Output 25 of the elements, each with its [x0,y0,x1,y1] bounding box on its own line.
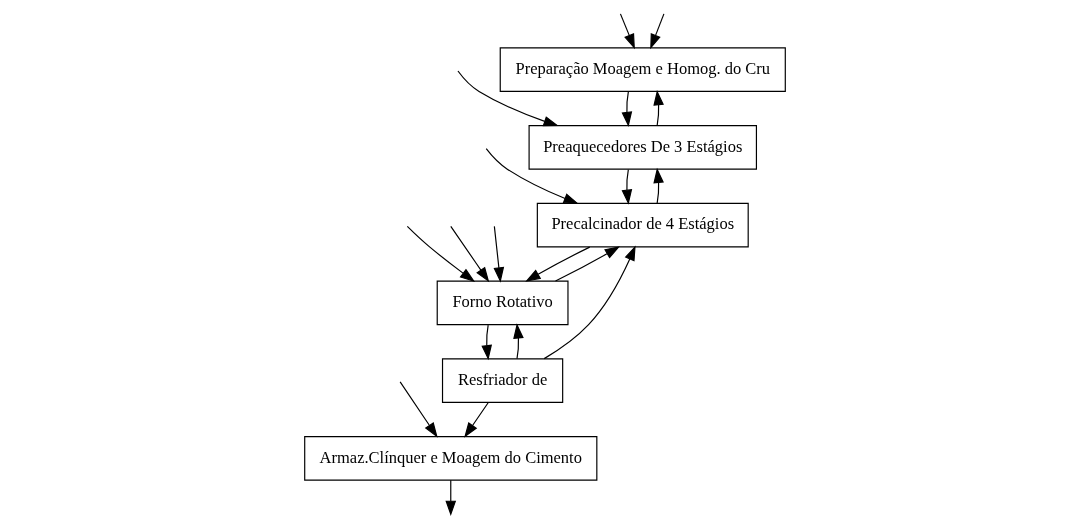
arrow [621,169,633,205]
arrow [543,245,636,360]
arrow [513,323,524,360]
arrow [399,381,438,438]
node-box: Armaz.Clínquer e Moagem do Cimento [304,435,598,481]
arrow [485,148,579,204]
arrow [653,167,664,204]
node-box: Preaquecedores De 3 Estágios [528,125,757,170]
node-box: Resfriador de [441,358,564,403]
arrow [481,324,493,361]
node-box: Precalcinador de 4 Estágios [536,202,749,248]
arrow [450,225,490,283]
arrow [653,90,664,126]
node-box: Forno Rotativo [436,280,569,326]
arrow [457,70,559,127]
arrow [464,402,489,438]
arrow [493,225,505,283]
arrow [621,91,633,128]
arrow [650,13,665,50]
arrow [406,225,476,283]
node-box: Preparação Moagem e Homog. do Cru [499,47,786,93]
arrow [525,246,591,282]
arrow [445,479,457,517]
arrow [619,13,635,50]
arrow [554,246,621,282]
